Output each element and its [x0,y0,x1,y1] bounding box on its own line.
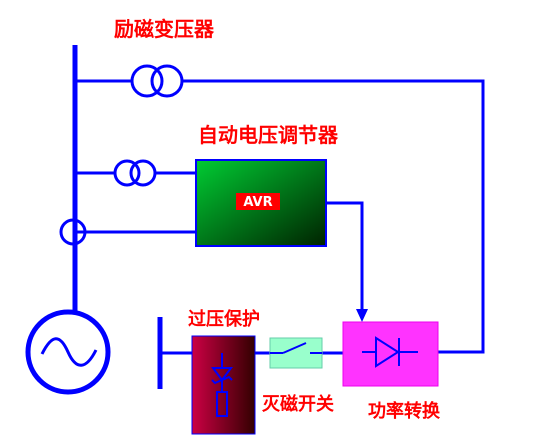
label-field-breaker: 灭磁开关 [261,393,334,415]
arrow-icon [356,309,368,322]
generator-sine [40,337,98,367]
label-overvoltage-protection: 过压保护 [188,308,260,330]
wire-transformer-to-converter [182,79,485,354]
thyristor-icon [362,336,418,368]
switch-icon [270,342,322,354]
avr-label-bg [236,193,280,210]
wire-avr-to-converter [326,201,364,312]
transformer-icon [130,64,184,98]
label-avr-title: 自动电压调节器 [198,123,339,147]
avr-label: AVR [243,195,272,210]
pt-transformer-icon [113,159,157,187]
zener-icon [211,353,233,417]
overvoltage-box [191,335,256,435]
label-power-converter: 功率转换 [368,400,441,422]
power-converter-box [342,321,439,387]
label-excitation-transformer: 励磁变压器 [114,17,215,41]
